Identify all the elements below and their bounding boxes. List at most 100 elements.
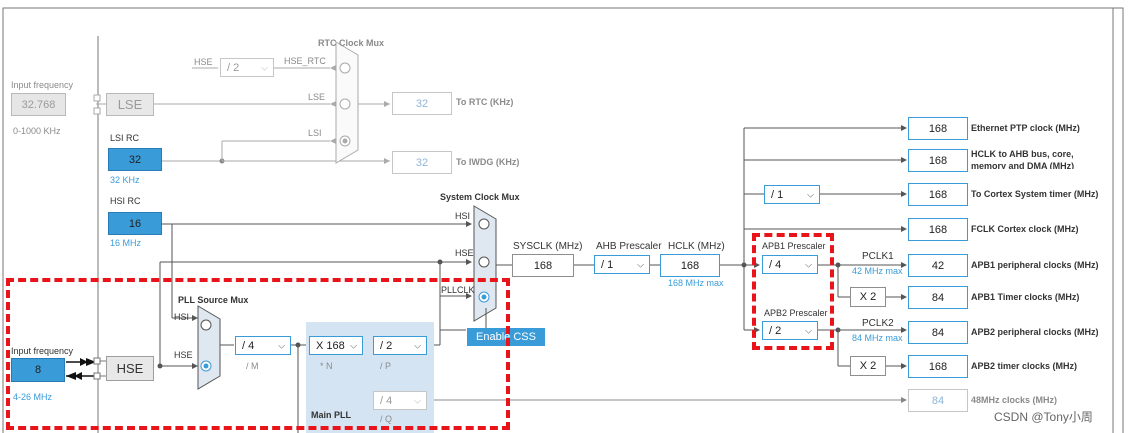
apb1-prescaler-label: APB1 Prescaler	[762, 241, 826, 251]
apb2-prescaler-label: APB2 Prescaler	[764, 308, 828, 318]
hclk-ahb-label-line2: memory and DMA (MHz)	[971, 161, 1075, 169]
hclk-field[interactable]: 168	[660, 254, 720, 277]
apb1-prescaler-value: / 4	[769, 258, 782, 271]
apb2-timer-label: APB2 timer clocks (MHz)	[971, 361, 1078, 371]
pll-m-divider-select[interactable]: / 4 ⌵	[235, 336, 291, 355]
sysclk-label: SYSCLK (MHz)	[513, 241, 583, 252]
pll-mux-hsi-label: HSI	[174, 312, 190, 322]
apb2-peripheral-label: APB2 peripheral clocks (MHz)	[971, 327, 1099, 337]
rtc-hse-label: HSE	[194, 57, 213, 67]
cortex-timer-divider-select[interactable]: / 1 ⌵	[764, 185, 820, 204]
apb1-timer-multiplier: X 2	[850, 287, 886, 307]
ahb-prescaler-label: AHB Prescaler	[596, 241, 662, 252]
hsi-frequency-label: 16 MHz	[110, 238, 142, 248]
lsi-rc-block[interactable]: 32	[108, 148, 162, 171]
pll-p-value: / 2	[380, 339, 393, 352]
pll-m-value: / 4	[242, 339, 255, 352]
pll-highlight-box	[6, 278, 510, 430]
pll-n-value: X 168	[316, 339, 345, 352]
cortex-timer-label: To Cortex System timer (MHz)	[971, 189, 1099, 199]
hclk-max-label: 168 MHz max	[668, 278, 724, 288]
fclk-cortex-label: FCLK Cortex clock (MHz)	[971, 224, 1079, 234]
pll-m-label: / M	[246, 361, 259, 371]
sysmux-hse-label: HSE	[455, 248, 474, 258]
hse-rtc-label: HSE_RTC	[284, 56, 326, 66]
cortex-timer-field[interactable]: 168	[908, 183, 968, 206]
rtc-output-label: To RTC (KHz)	[456, 97, 514, 107]
rtc-lse-label: LSE	[308, 92, 326, 102]
lsi-frequency-label: 32 KHz	[110, 175, 140, 185]
chevron-down-icon: ⌵	[637, 259, 644, 269]
pclk1-max-label: 42 MHz max	[852, 266, 903, 276]
pll-p-label: / P	[380, 361, 392, 371]
lse-input-frequency-field[interactable]: 32.768	[11, 93, 66, 116]
hse-rtc-divider-value: / 2	[227, 61, 240, 74]
main-pll-label: Main PLL	[311, 410, 351, 420]
hse-block[interactable]: HSE	[106, 356, 154, 381]
pll-n-label: * N	[320, 361, 333, 371]
iwdg-output-label: To IWDG (KHz)	[456, 157, 520, 167]
pll-q-divider-select[interactable]: / 4 ⌵	[373, 391, 427, 410]
rtc-lsi-label: LSI	[308, 128, 322, 138]
hsi-rc-label: HSI RC	[110, 196, 141, 206]
watermark: CSDN @Tony小周	[994, 410, 1093, 424]
ethernet-ptp-clock-label: Ethernet PTP clock (MHz)	[971, 123, 1080, 133]
hclk-label: HCLK (MHz)	[668, 241, 725, 252]
chevron-down-icon: ⌵	[807, 189, 814, 199]
hsi-rc-block[interactable]: 16	[108, 212, 162, 235]
pll-source-mux-title: PLL Source Mux	[178, 295, 249, 305]
iwdg-frequency-field[interactable]: 32	[392, 151, 452, 174]
apb1-peripheral-label: APB1 peripheral clocks (MHz)	[971, 260, 1099, 270]
hse-rtc-divider-select[interactable]: / 2 ⌵	[220, 58, 274, 77]
lse-input-frequency-label: Input frequency	[11, 80, 74, 90]
48mhz-clock-label: 48MHz clocks (MHz)	[971, 395, 1058, 405]
ethernet-ptp-clock-field[interactable]: 168	[908, 117, 968, 140]
hse-range-label: 4-26 MHz	[13, 392, 53, 402]
sysclk-value: 168	[512, 254, 574, 277]
pll-q-label: / Q	[380, 414, 393, 424]
rtc-clock-mux-title: RTC Clock Mux	[318, 38, 385, 48]
ahb-prescaler-select[interactable]: / 1 ⌵	[594, 255, 650, 274]
apb2-prescaler-value: / 2	[769, 324, 782, 337]
chevron-down-icon: ⌵	[261, 62, 268, 72]
chevron-down-icon: ⌵	[805, 259, 812, 269]
sysmux-pllclk-label: PLLCLK	[441, 285, 475, 295]
apb-prescaler-highlight-box	[752, 233, 834, 350]
fclk-cortex-field[interactable]: 168	[908, 218, 968, 241]
apb1-prescaler-select[interactable]: / 4 ⌵	[762, 255, 818, 274]
pll-p-divider-select[interactable]: / 2 ⌵	[373, 336, 427, 355]
chevron-down-icon: ⌵	[414, 340, 421, 350]
chevron-down-icon: ⌵	[350, 340, 357, 350]
pll-n-multiplier-select[interactable]: X 168 ⌵	[309, 336, 363, 355]
system-clock-mux-title: System Clock Mux	[440, 192, 520, 202]
hclk-ahb-field[interactable]: 168	[908, 149, 968, 172]
pll-mux-hse-label: HSE	[174, 350, 193, 360]
lse-block[interactable]: LSE	[106, 93, 154, 116]
sysmux-hsi-label: HSI	[455, 211, 471, 221]
apb2-peripheral-field[interactable]: 84	[908, 321, 968, 344]
pll-q-value: / 4	[380, 394, 393, 407]
ahb-prescaler-value: / 1	[601, 258, 614, 271]
cortex-timer-divider-value: / 1	[771, 188, 784, 201]
hclk-ahb-label: HCLK to AHB bus, core,	[971, 149, 1074, 159]
lse-range-label: 0-1000 KHz	[13, 126, 61, 136]
48mhz-clock-field[interactable]: 84	[908, 389, 968, 412]
hse-input-frequency-label: Input frequency	[11, 346, 74, 356]
apb2-timer-multiplier: X 2	[850, 356, 886, 376]
pclk1-label: PCLK1	[862, 251, 894, 262]
pclk2-label: PCLK2	[862, 318, 894, 329]
rtc-frequency-field[interactable]: 32	[392, 92, 452, 115]
apb1-peripheral-field[interactable]: 42	[908, 254, 968, 277]
chevron-down-icon: ⌵	[805, 325, 812, 335]
pclk2-max-label: 84 MHz max	[852, 333, 903, 343]
lsi-rc-label: LSI RC	[110, 133, 140, 143]
chevron-down-icon: ⌵	[414, 395, 421, 405]
chevron-down-icon: ⌵	[278, 340, 285, 350]
apb2-prescaler-select[interactable]: / 2 ⌵	[762, 321, 818, 340]
apb1-timer-label: APB1 Timer clocks (MHz)	[971, 292, 1080, 302]
apb2-timer-field[interactable]: 168	[908, 355, 968, 378]
apb1-timer-field[interactable]: 84	[908, 286, 968, 309]
hse-input-frequency-field[interactable]: 8	[11, 358, 65, 382]
